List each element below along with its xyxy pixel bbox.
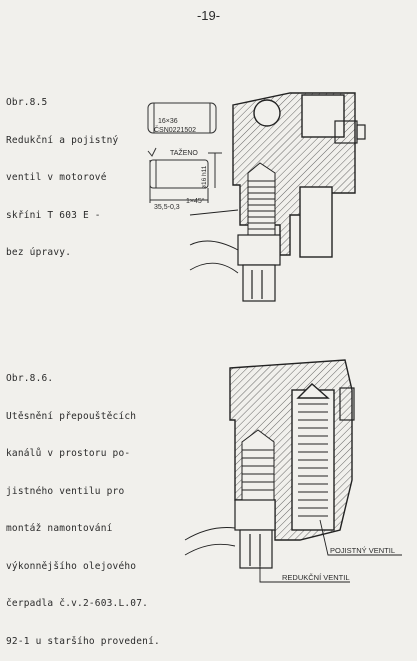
- pin-standard-label: ČSN0221502: [154, 125, 196, 134]
- sealing-pin-drawing: [147, 102, 217, 134]
- reduction-valve-spring: [247, 162, 276, 236]
- figure-1-valve-drawing: 16×36 ČSN0221502 TAŽENO ø16 h11 35,5-0,3…: [147, 92, 366, 302]
- page-number: -19-: [196, 8, 221, 23]
- caption-line: jistného ventilu pro: [6, 485, 125, 497]
- leader-lines: [259, 519, 402, 583]
- length-dimension: 35,5-0,3: [154, 204, 180, 211]
- reduction-valve-label: REDUKČNÍ VENTIL: [282, 573, 350, 582]
- side-bolt: [339, 387, 355, 421]
- tapered-pin-drawing: [147, 147, 222, 203]
- figure-1-caption: Obr.8.5 Redukční a pojistný ventil v mot…: [6, 72, 118, 272]
- plug-bolt: [184, 499, 276, 569]
- figure-2-valve-drawing: POJISTNÝ VENTIL REDUKČNÍ VENTIL: [184, 359, 402, 583]
- tazeno-label: TAŽENO: [170, 148, 198, 157]
- figure-2-caption: Obr.8.6. Utěsnění přepouštěcích kanálů v…: [6, 348, 160, 661]
- caption-line: Obr.8.6.: [6, 373, 54, 384]
- diameter-label: ø16 h11: [201, 165, 208, 189]
- caption-line: bez úpravy.: [6, 247, 72, 258]
- safety-valve-label: POJISTNÝ VENTIL: [330, 546, 395, 555]
- pin-size-label: 16×36: [158, 118, 178, 125]
- caption-line: montáž namontování: [6, 523, 113, 534]
- plug-bolt: [189, 234, 281, 302]
- caption-line: 92-1 u staršího provedení.: [6, 635, 160, 647]
- side-bolt: [334, 120, 366, 144]
- chamfer-dimension: 1×45°: [186, 197, 205, 205]
- caption-line: kanálů v prostoru po-: [6, 448, 131, 459]
- caption-line: výkonnějšího olejového: [6, 560, 137, 572]
- caption-line: Obr.8.5: [6, 97, 48, 108]
- caption-line: skříni T 603 E -: [6, 209, 101, 221]
- caption-line: Utěsnění přepouštěcích: [6, 410, 137, 422]
- safety-valve-spring: [298, 403, 328, 517]
- caption-line: ventil v motorové: [6, 172, 107, 183]
- reduction-valve-spring: [241, 429, 275, 501]
- caption-line: Redukční a pojistný: [6, 134, 119, 146]
